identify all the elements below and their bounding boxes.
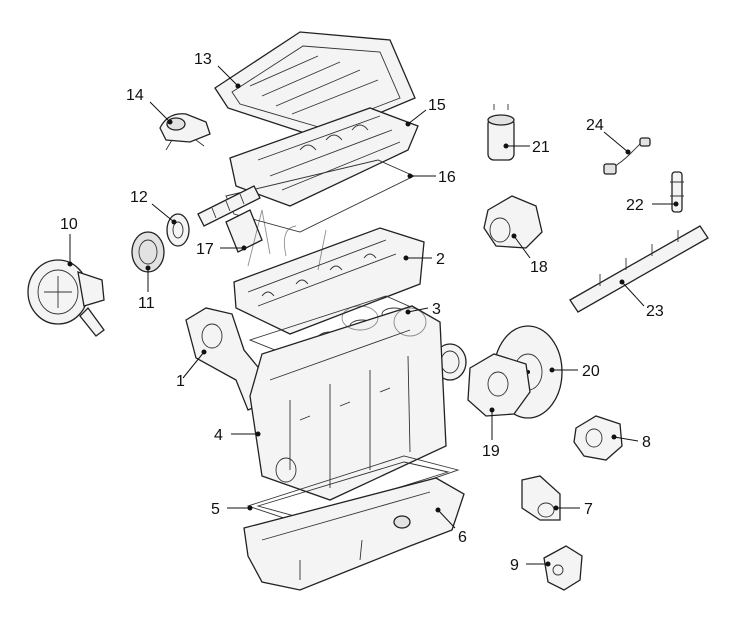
callout-17: 17 (196, 241, 214, 258)
callout-11: 11 (138, 295, 155, 312)
part-thermostat-housing[interactable] (573, 415, 623, 461)
callout-2: 2 (436, 251, 445, 268)
part-high-pressure-pump[interactable] (483, 195, 543, 249)
callout-13: 13 (194, 51, 212, 68)
watermark-logo (247, 209, 427, 337)
callout-3: 3 (432, 301, 441, 318)
callout-4: 4 (214, 427, 223, 444)
callout-15: 15 (428, 97, 446, 114)
callout-12: 12 (130, 189, 148, 206)
part-mount-bracket[interactable] (543, 545, 583, 591)
part-sensor-cable[interactable] (603, 137, 651, 175)
part-engine-mount[interactable] (521, 475, 561, 521)
callout-16: 16 (438, 169, 456, 186)
callout-7: 7 (584, 501, 593, 518)
part-fuel-rail[interactable] (569, 225, 709, 313)
part-water-pump[interactable] (467, 353, 531, 417)
callout-9: 9 (510, 557, 519, 574)
callout-1: 1 (176, 373, 185, 390)
part-cylinder-head[interactable] (233, 227, 425, 335)
callout-14: 14 (126, 87, 144, 104)
part-oil-filler-housing[interactable] (159, 113, 211, 151)
callout-8: 8 (642, 434, 651, 451)
callout-18: 18 (530, 259, 548, 276)
part-oil-pan[interactable] (243, 477, 465, 591)
callout-10: 10 (60, 216, 78, 233)
part-cam-cover[interactable] (229, 107, 419, 207)
callout-19: 19 (482, 443, 500, 460)
callout-20: 20 (582, 363, 600, 380)
part-camshaft[interactable] (197, 185, 263, 253)
leader-lines (67, 65, 679, 567)
callout-23: 23 (646, 303, 664, 320)
callout-6: 6 (458, 529, 467, 546)
part-vacuum-pump[interactable] (27, 259, 105, 337)
callout-labels: 1 2 3 4 5 6 7 8 9 10 11 12 13 14 15 16 1… (60, 51, 664, 574)
callout-5: 5 (211, 501, 220, 518)
part-fuel-filter[interactable] (487, 104, 515, 161)
callout-21: 21 (532, 139, 550, 156)
part-engine-block[interactable] (249, 305, 447, 501)
callout-22: 22 (626, 197, 644, 214)
callout-24: 24 (586, 117, 604, 134)
